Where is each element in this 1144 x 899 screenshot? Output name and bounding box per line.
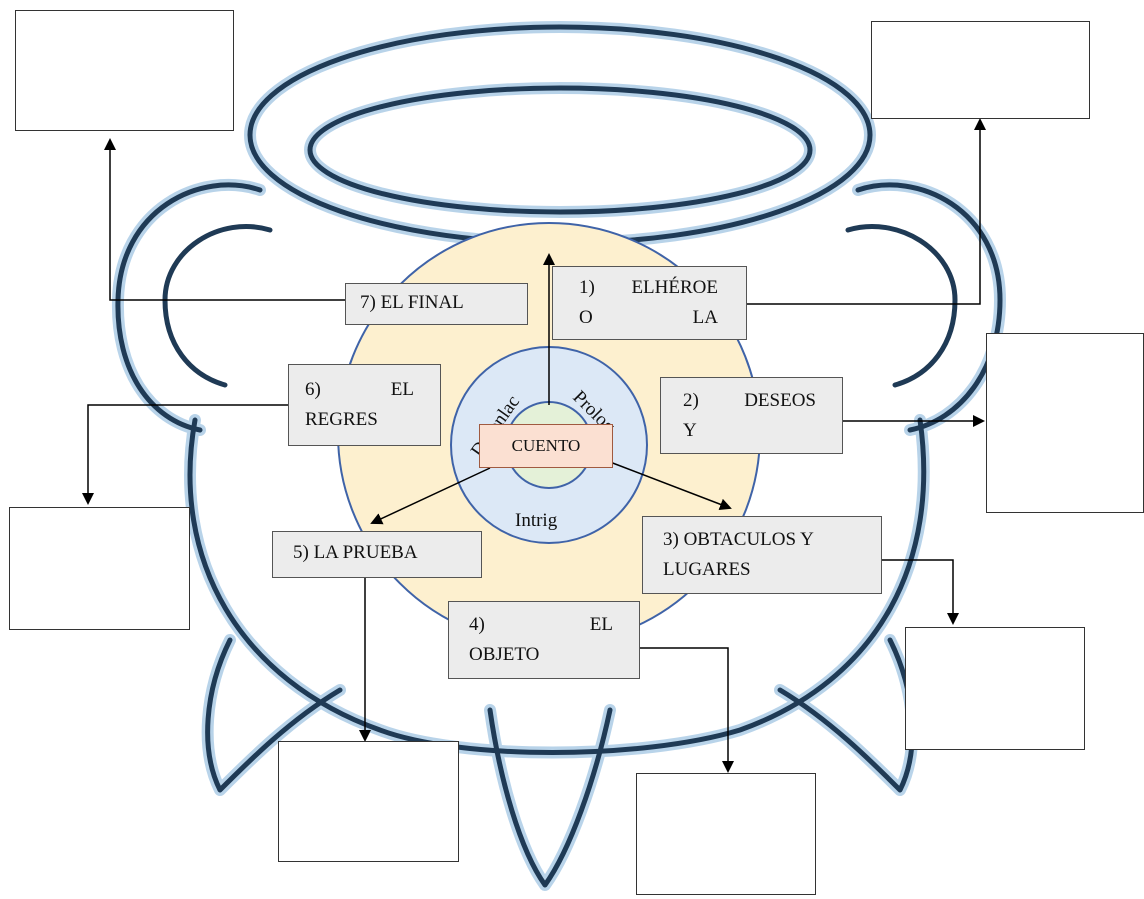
step-heroe-line1: 1) ELHÉROE (579, 273, 718, 303)
step-regreso-word: EL (391, 375, 414, 405)
step-obstaculos-line2: LUGARES (663, 555, 861, 585)
blank-box-bottom-right[interactable] (905, 627, 1085, 750)
step-final: 7) EL FINAL (345, 283, 528, 325)
center-cuento-text: CUENTO (512, 436, 581, 456)
step-regreso: 6) EL REGRES (288, 364, 441, 446)
step-obstaculos: 3) OBTACULOS Y LUGARES (642, 516, 882, 594)
step-objeto-line1: 4) EL (469, 610, 613, 640)
step-deseos-line2: Y (683, 416, 816, 446)
blank-box-right[interactable] (986, 333, 1144, 513)
step-prueba-text: 5) LA PRUEBA (293, 542, 418, 563)
step-heroe: 1) ELHÉROE O LA (552, 266, 747, 340)
step-heroe-o: O (579, 303, 593, 333)
step-heroe-num: 1) (579, 273, 595, 303)
step-final-text: 7) EL FINAL (360, 292, 464, 313)
step-heroe-la: LA (693, 303, 718, 333)
step-prueba: 5) LA PRUEBA (272, 531, 482, 578)
blank-box-left[interactable] (9, 507, 190, 630)
step-deseos-word: DESEOS (744, 386, 816, 416)
blank-box-top-right[interactable] (871, 21, 1090, 119)
step-heroe-line2: O LA (579, 303, 718, 333)
step-regreso-line1: 6) EL (305, 375, 414, 405)
step-objeto-num: 4) (469, 610, 485, 640)
step-objeto-line2: OBJETO (469, 640, 613, 670)
step-regreso-num: 6) (305, 375, 321, 405)
blank-box-bottom-center[interactable] (636, 773, 816, 895)
step-deseos: 2) DESEOS Y (660, 377, 843, 454)
blank-box-bottom-left[interactable] (278, 741, 459, 862)
step-deseos-num: 2) (683, 386, 699, 416)
blank-box-top-left[interactable] (15, 10, 234, 131)
center-cuento: CUENTO (479, 424, 613, 468)
step-obstaculos-line1: 3) OBTACULOS Y (663, 525, 861, 555)
step-objeto: 4) EL OBJETO (448, 601, 640, 679)
step-heroe-word: ELHÉROE (631, 273, 718, 303)
step-regreso-line2: REGRES (305, 405, 414, 435)
step-deseos-line1: 2) DESEOS (683, 386, 816, 416)
ring-label-intriga: Intrig (515, 510, 558, 531)
step-objeto-word: EL (590, 610, 613, 640)
